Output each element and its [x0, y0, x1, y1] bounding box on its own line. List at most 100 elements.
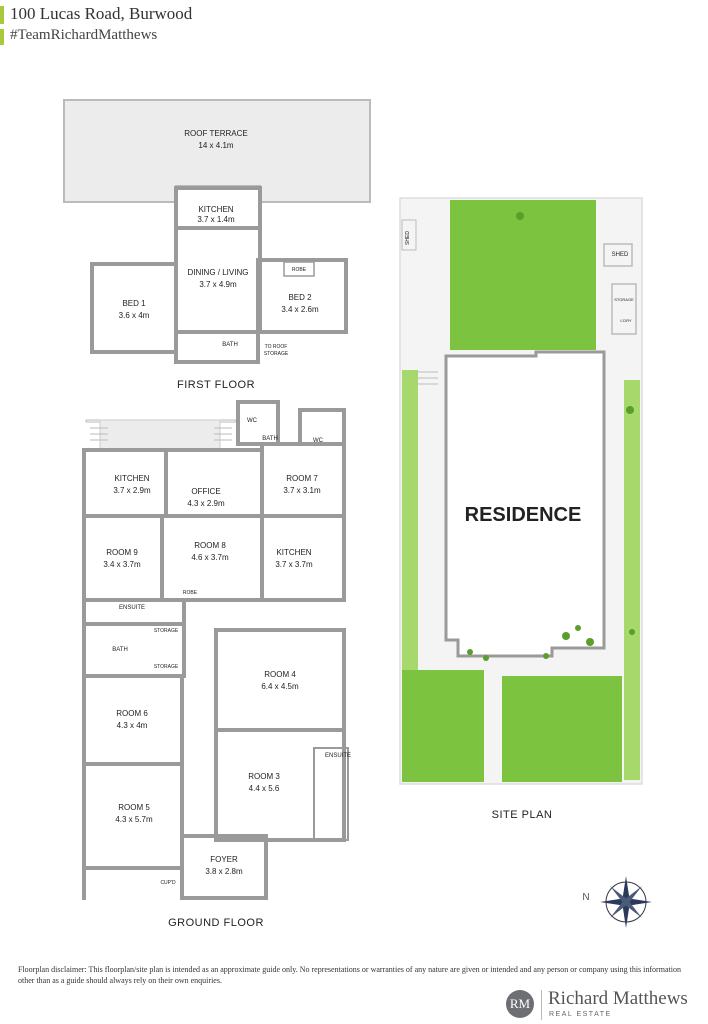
- ff-dining-name: DINING / LIVING: [188, 268, 249, 277]
- compass-north-label: N: [582, 892, 589, 903]
- ground-floor-heading: GROUND FLOOR: [168, 917, 264, 929]
- site-plan-heading: SITE PLAN: [492, 809, 553, 821]
- svg-text:ROOM 4: ROOM 4: [264, 670, 296, 679]
- svg-text:SHED: SHED: [405, 231, 411, 245]
- ff-bed1-name: BED 1: [122, 299, 146, 308]
- gf-kitchen-2: [260, 514, 346, 602]
- svg-text:3.7 x 1.4m: 3.7 x 1.4m: [197, 215, 235, 224]
- gf-cupd-label: CUP'D: [160, 880, 176, 886]
- front-lawn-right: [502, 676, 622, 782]
- gf-foyer-dims: 3.8 x 2.8m: [205, 867, 243, 876]
- svg-text:DINING / LIVING: DINING / LIVING: [188, 268, 249, 277]
- hashtag: #TeamRichardMatthews: [10, 27, 158, 43]
- svg-text:WC: WC: [313, 438, 324, 444]
- gf-room5-dims: 4.3 x 5.7m: [115, 815, 153, 824]
- brand-subtitle: REAL ESTATE: [549, 1011, 612, 1018]
- gf-room9-name: ROOM 9: [106, 548, 138, 557]
- brand-logo: RM: [506, 990, 534, 1018]
- gf-room3-name: ROOM 3: [248, 772, 280, 781]
- svg-text:ROOM 8: ROOM 8: [194, 541, 226, 550]
- svg-text:ROOM 5: ROOM 5: [118, 803, 150, 812]
- gf-kitchen-name: KITCHEN: [114, 474, 149, 483]
- accent-bar-hashtag: [0, 29, 4, 45]
- storage-laundry: [611, 283, 637, 335]
- svg-text:3.6 x 4m: 3.6 x 4m: [119, 311, 150, 320]
- gf-room-3: [214, 728, 346, 842]
- svg-text:L'DRY: L'DRY: [620, 318, 632, 323]
- svg-text:ENSUITE: ENSUITE: [119, 605, 145, 611]
- gf-ensuite2-label: ENSUITE: [325, 753, 351, 759]
- gf-kitchen-dims: 3.7 x 2.9m: [113, 486, 151, 495]
- gf-wc-label: WC: [247, 418, 258, 424]
- gf-office-name: OFFICE: [191, 487, 220, 496]
- residence-label: RESIDENCE: [465, 504, 582, 526]
- ff-robe: [283, 261, 315, 277]
- page-title: 100 Lucas Road, Burwood: [10, 4, 193, 23]
- compass-icon: [600, 876, 652, 928]
- svg-text:OFFICE: OFFICE: [191, 487, 220, 496]
- svg-text:BATH: BATH: [222, 342, 238, 348]
- ff-bath-label: BATH: [222, 342, 238, 348]
- svg-text:4.4 x 5.6: 4.4 x 5.6: [249, 784, 280, 793]
- ff-storage-label: STORAGE: [264, 351, 289, 357]
- gf-room3-dims: 4.4 x 5.6: [249, 784, 280, 793]
- ff-robe-label: ROBE: [292, 267, 307, 273]
- ff-bed1-dims: 3.6 x 4m: [119, 311, 150, 320]
- svg-text:STORAGE: STORAGE: [154, 628, 179, 634]
- gf-room6-name: ROOM 6: [116, 709, 148, 718]
- gf-ensuite-label: ENSUITE: [119, 605, 145, 611]
- svg-text:TO ROOF: TO ROOF: [265, 344, 288, 350]
- svg-text:4.6 x 3.7m: 4.6 x 3.7m: [191, 553, 229, 562]
- svg-text:ROOM 3: ROOM 3: [248, 772, 280, 781]
- ground-floor-plan: [82, 400, 349, 900]
- ff-roof-terrace-dims: 14 x 4.1m: [198, 141, 233, 150]
- svg-text:BATH: BATH: [112, 647, 128, 653]
- svg-text:SITE PLAN: SITE PLAN: [492, 809, 553, 821]
- gf-bath-wc: [236, 400, 280, 446]
- ff-bed2-dims: 3.4 x 2.6m: [281, 305, 319, 314]
- svg-text:SHED: SHED: [612, 252, 629, 258]
- shed-label-right: SHED: [612, 252, 629, 258]
- plan-labels: ROOF TERRACE 14 x 4.1m KITCHEN 3.7 x 1.4…: [103, 129, 634, 929]
- svg-text:3.7 x 3.7m: 3.7 x 3.7m: [275, 560, 313, 569]
- gf-room7-name: ROOM 7: [286, 474, 318, 483]
- gf-office-dims: 4.3 x 2.9m: [187, 499, 225, 508]
- gf-foyer-name: FOYER: [210, 855, 238, 864]
- svg-text:14 x 4.1m: 14 x 4.1m: [198, 141, 233, 150]
- ff-bed-1: [90, 262, 178, 354]
- svg-text:STORAGE: STORAGE: [154, 664, 179, 670]
- side-lawn-left: [402, 370, 418, 670]
- svg-text:GROUND FLOOR: GROUND FLOOR: [168, 917, 264, 929]
- svg-text:ROBE: ROBE: [292, 267, 307, 273]
- svg-text:ENSUITE: ENSUITE: [325, 753, 351, 759]
- residence-footprint: [444, 350, 606, 658]
- svg-text:ROOM 9: ROOM 9: [106, 548, 138, 557]
- rear-lawn: [450, 200, 596, 350]
- gf-room-4: [214, 628, 346, 732]
- gf-room7-dims: 3.7 x 3.1m: [283, 486, 321, 495]
- gf-bath-label: BATH: [112, 647, 128, 653]
- svg-text:6.4 x 4.5m: 6.4 x 4.5m: [261, 682, 299, 691]
- svg-text:FIRST FLOOR: FIRST FLOOR: [177, 379, 255, 391]
- gf-bath-label-top: BATH: [262, 436, 278, 442]
- gf-kitchen2-name: KITCHEN: [276, 548, 311, 557]
- svg-text:ROOM 6: ROOM 6: [116, 709, 148, 718]
- svg-text:STORAGE: STORAGE: [264, 351, 289, 357]
- svg-text:3.7 x 2.9m: 3.7 x 2.9m: [113, 486, 151, 495]
- gf-robe-label: ROBE: [183, 590, 198, 596]
- gf-kitchen: [82, 448, 168, 518]
- gf-storage-label-1: STORAGE: [154, 628, 179, 634]
- gf-room9-dims: 3.4 x 3.7m: [103, 560, 141, 569]
- gf-room4-name: ROOM 4: [264, 670, 296, 679]
- shed-right: [603, 243, 633, 267]
- brand-name: Richard Matthews: [548, 988, 688, 1009]
- first-floor-plan: [63, 99, 371, 364]
- accent-bar-title: [0, 6, 4, 24]
- first-floor-heading: FIRST FLOOR: [177, 379, 255, 391]
- ff-bed-2: [256, 258, 348, 334]
- ff-kitchen-name: KITCHEN: [198, 205, 233, 214]
- svg-text:KITCHEN: KITCHEN: [198, 205, 233, 214]
- svg-text:BATH: BATH: [262, 436, 278, 442]
- ff-dining-dims: 3.7 x 4.9m: [199, 280, 237, 289]
- garden-shrubs: [467, 212, 635, 661]
